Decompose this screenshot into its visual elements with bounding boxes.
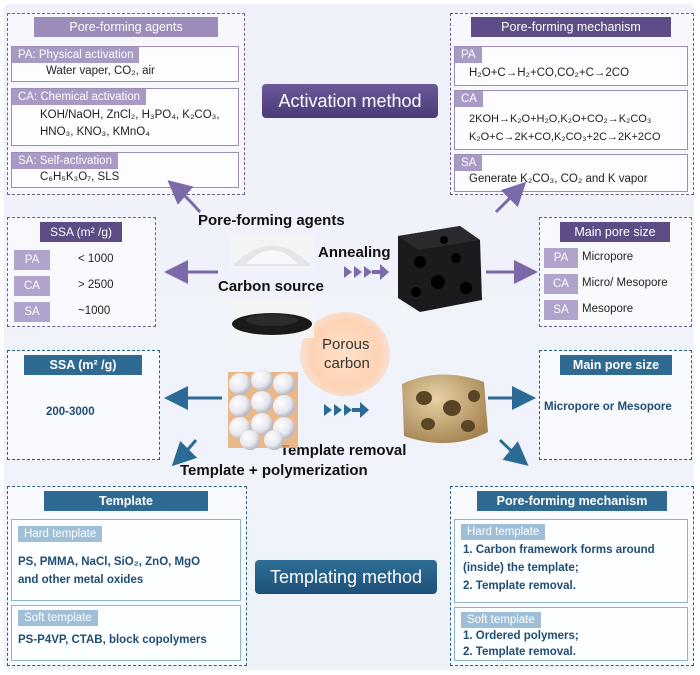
mech-hard-line2: (inside) the template; (463, 562, 579, 574)
triple-chevron-icon (344, 264, 389, 280)
carbon-source-label: Carbon source (218, 278, 324, 295)
template-removal-label: Template removal (280, 442, 407, 459)
ssa-row-value: > 2500 (78, 279, 114, 291)
ssa-row-tag: CA (14, 276, 50, 296)
activation-method-title: Activation method (262, 84, 438, 118)
activation-ssa-box: SSA (m² /g) PA < 1000 CA > 2500 SA ~1000 (7, 217, 156, 327)
soft-template-text: PS-P4VP, CTAB, block copolymers (18, 634, 207, 646)
mech-hard-title: Hard template (461, 524, 546, 540)
ssa-row-tag: SA (14, 302, 50, 322)
mech-ca-line2: K₂O+C→2K+CO,K₂CO₃+2C→2K+2CO (469, 131, 661, 143)
hard-template-title: Hard template (18, 526, 103, 542)
porous-carbon-glow (300, 312, 390, 396)
hard-template-line2: and other metal oxides (18, 574, 144, 586)
template-box: Template Hard template PS, PMMA, NaCl, S… (7, 486, 247, 666)
mech-soft-line2: 2. Template removal. (463, 646, 576, 658)
templating-method-title: Templating method (255, 560, 437, 594)
hard-template-section: Hard template PS, PMMA, NaCl, SiO₂, ZnO,… (11, 519, 241, 601)
ca-title: CA: Chemical activation (12, 89, 147, 105)
pore-row-value: Mesopore (582, 303, 634, 315)
template-spheres-image (228, 369, 298, 450)
activation-pore-size-box: Main pore size PA Micropore CA Micro/ Me… (539, 217, 692, 327)
hard-template-line1: PS, PMMA, NaCl, SiO₂, ZnO, MgO (18, 556, 201, 568)
black-powder-image (230, 298, 314, 338)
soft-template-section: Soft template PS-P4VP, CTAB, block copol… (11, 605, 241, 661)
porous-carbon-image (398, 226, 482, 312)
box-header: Pore-forming mechanism (477, 491, 667, 511)
box-header: Template (44, 491, 208, 511)
pore-forming-agents-label: Pore-forming agents (198, 212, 345, 229)
box-header: Pore-forming mechanism (471, 17, 671, 37)
pore-size-header: Main pore size (560, 355, 672, 375)
powder-image (230, 235, 314, 269)
pa-title: PA: Physical activation (12, 47, 140, 63)
arrow-icon (167, 180, 202, 213)
sa-title: SA: Self-activation (12, 153, 118, 169)
mech-hard-line1: 1. Carbon framework forms around (463, 544, 655, 556)
pore-row-value: Micropore (582, 251, 634, 263)
pore-row-tag: SA (544, 300, 578, 320)
sa-section: SA: Self-activation C₆H₅K₃O₇, SLS (11, 152, 239, 188)
pore-size-header: Main pore size (560, 222, 670, 242)
ca-section: CA: Chemical activation KOH/NaOH, ZnCl₂,… (11, 88, 239, 146)
mech-ca-tag: CA (455, 91, 483, 107)
annealing-label: Annealing (318, 244, 391, 261)
sa-text: C₆H₅K₃O₇, SLS (40, 171, 120, 183)
pore-row-value: Micro/ Mesopore (582, 277, 668, 289)
pa-section: PA: Physical activation Water vaper, CO₂… (11, 46, 239, 82)
pore-size-value: Micropore or Mesopore (544, 401, 672, 413)
ssa-header: SSA (m² /g) (40, 222, 122, 242)
arrow-icon (171, 439, 198, 467)
ssa-header: SSA (m² /g) (24, 355, 142, 375)
arrow-icon (494, 181, 527, 214)
activation-mechanism-box: Pore-forming mechanism PA H₂O+C→H₂+CO,CO… (450, 13, 694, 195)
ssa-value: 200-3000 (46, 406, 95, 418)
mech-soft-line1: 1. Ordered polymers; (463, 630, 579, 642)
ca-line2: HNO₃, KNO₃, KMnO₄ (40, 126, 150, 138)
templating-pore-size-box: Main pore size Micropore or Mesopore (539, 350, 692, 460)
box-header: Pore-forming agents (34, 17, 218, 37)
templating-ssa-box: SSA (m² /g) 200-3000 (7, 350, 160, 460)
mech-pa-section: PA H₂O+C→H₂+CO,CO₂+C→2CO (454, 46, 688, 86)
ssa-row-value: < 1000 (78, 253, 114, 265)
templating-mechanism-box: Pore-forming mechanism Hard template 1. … (450, 486, 694, 666)
mech-hard-line3: 2. Template removal. (463, 580, 576, 592)
soft-template-title: Soft template (18, 610, 98, 626)
porous-carbon-line2: carbon (324, 355, 370, 372)
mech-ca-section: CA 2KOH→K₂O+H₂O,K₂O+CO₂→K₂CO₃ K₂O+C→2K+C… (454, 90, 688, 150)
mech-soft-section: Soft template 1. Ordered polymers; 2. Te… (454, 607, 688, 661)
triple-chevron-icon (324, 402, 369, 418)
arrow-icon (498, 438, 529, 466)
mech-sa-tag: SA (455, 155, 483, 171)
mech-pa-tag: PA (455, 47, 482, 63)
mech-hard-section: Hard template 1. Carbon framework forms … (454, 519, 688, 603)
ssa-row-tag: PA (14, 250, 50, 270)
ca-line1: KOH/NaOH, ZnCl₂, H₃PO₄, K₂CO₃, (40, 109, 220, 121)
mech-pa-text: H₂O+C→H₂+CO,CO₂+C→2CO (469, 67, 630, 79)
mech-soft-title: Soft template (461, 612, 541, 628)
ssa-row-value: ~1000 (78, 305, 111, 317)
pore-forming-agents-box: Pore-forming agents PA: Physical activat… (7, 13, 245, 195)
pore-row-tag: CA (544, 274, 578, 294)
pa-text: Water vaper, CO₂, air (46, 65, 155, 77)
sponge-image (402, 374, 488, 444)
template-polymerization-label: Template + polymerization (180, 462, 368, 479)
mech-ca-line1: 2KOH→K₂O+H₂O,K₂O+CO₂→K₂CO₃ (469, 113, 652, 125)
pore-row-tag: PA (544, 248, 578, 268)
porous-carbon-line1: Porous (322, 336, 370, 353)
